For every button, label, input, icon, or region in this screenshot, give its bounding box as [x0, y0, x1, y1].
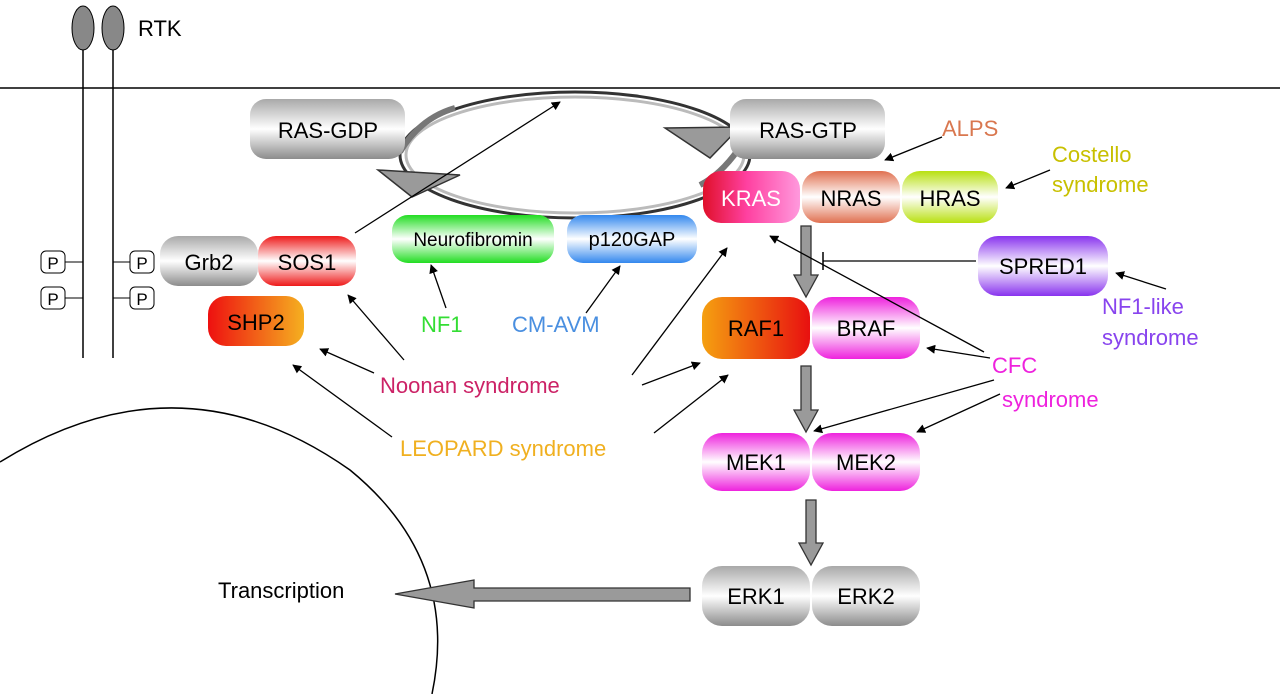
ras-cycle-arrows [375, 90, 752, 220]
erk2-node: ERK2 [812, 566, 920, 626]
svg-text:Grb2: Grb2 [185, 250, 234, 275]
syndrome-arrows [292, 136, 1167, 438]
noonan-shp2-arrow [319, 348, 375, 374]
leopard-shp2-arrow [292, 364, 393, 438]
p120gap-node: p120GAP [567, 215, 697, 263]
phospho-site: P [129, 250, 155, 274]
svg-text:P: P [136, 254, 147, 273]
svg-text:MEK1: MEK1 [726, 450, 786, 475]
cm-avm-label: CM-AVM [512, 312, 600, 337]
ras-gtp-node: RAS-GTP [730, 99, 885, 159]
phospho-site: P [40, 286, 66, 310]
svg-text:RAS-GDP: RAS-GDP [278, 118, 378, 143]
raf1-node: RAF1 [702, 297, 810, 359]
spred1-node: SPRED1 [978, 236, 1108, 296]
braf-node: BRAF [812, 297, 920, 359]
svg-text:SOS1: SOS1 [278, 250, 337, 275]
svg-text:Neurofibromin: Neurofibromin [413, 230, 532, 251]
sos1-node: SOS1 [258, 236, 356, 286]
arrow-erk-to-transcription [394, 579, 691, 609]
costello-arrow [1005, 169, 1051, 190]
svg-text:RAF1: RAF1 [728, 316, 784, 341]
alps-label: ALPS [942, 116, 998, 141]
nf1-like-arrow [1115, 271, 1167, 290]
costello-label-line1: Costello [1052, 142, 1131, 167]
cfc-label-line2: syndrome [1002, 387, 1099, 412]
noonan-kras-arrow [631, 247, 728, 376]
nf1-arrow [429, 264, 447, 309]
svg-text:P: P [47, 254, 58, 273]
phospho-sites: P P P P [40, 250, 155, 310]
alps-arrow [884, 136, 943, 162]
costello-label-line2: syndrome [1052, 172, 1149, 197]
cfc-braf-arrow [926, 344, 991, 359]
erk1-node: ERK1 [702, 566, 810, 626]
cfc-label-line1: CFC [992, 353, 1037, 378]
cfc-kras-arrow [769, 235, 985, 353]
grb2-node: Grb2 [160, 236, 258, 286]
svg-text:RAS-GTP: RAS-GTP [759, 118, 857, 143]
svg-text:NRAS: NRAS [820, 186, 881, 211]
rtk-label: RTK [138, 16, 182, 41]
noonan-sos1-arrow [347, 294, 405, 361]
arrow-raf-to-mek [792, 365, 820, 434]
svg-text:p120GAP: p120GAP [589, 229, 676, 251]
svg-text:ERK1: ERK1 [727, 584, 784, 609]
cfc-mek1-arrow [813, 379, 995, 434]
rtk-receptor [71, 5, 125, 358]
shp2-node: SHP2 [208, 296, 304, 346]
svg-text:ERK2: ERK2 [837, 584, 894, 609]
nras-node: NRAS [802, 171, 900, 223]
nf1-like-label-line2: syndrome [1102, 325, 1199, 350]
svg-text:P: P [47, 290, 58, 309]
arrow-ras-to-raf [792, 225, 820, 299]
svg-text:SHP2: SHP2 [227, 310, 284, 335]
svg-text:KRAS: KRAS [721, 186, 781, 211]
cm-avm-arrow [585, 265, 621, 314]
svg-text:BRAF: BRAF [837, 316, 896, 341]
transcription-label: Transcription [218, 578, 344, 603]
ras-gdp-node: RAS-GDP [250, 99, 405, 159]
noonan-raf1-arrow [641, 361, 701, 386]
cfc-mek2-arrow [916, 393, 1001, 433]
svg-text:P: P [136, 290, 147, 309]
leopard-label: LEOPARD syndrome [400, 436, 606, 461]
phospho-site: P [129, 286, 155, 310]
cascade-arrows [394, 225, 825, 609]
phospho-site: P [40, 250, 66, 274]
hras-node: HRAS [902, 171, 998, 223]
svg-text:SPRED1: SPRED1 [999, 254, 1087, 279]
nf1-label: NF1 [421, 312, 463, 337]
mek1-node: MEK1 [702, 433, 810, 491]
svg-text:HRAS: HRAS [919, 186, 980, 211]
kras-node: KRAS [703, 171, 800, 223]
spred1-inhibition [822, 252, 976, 270]
svg-text:MEK2: MEK2 [836, 450, 896, 475]
sos1-activation-arrow [354, 101, 561, 234]
mek2-node: MEK2 [812, 433, 920, 491]
nf1-like-label-line1: NF1-like [1102, 294, 1184, 319]
noonan-label: Noonan syndrome [380, 373, 560, 398]
neurofibromin-node: Neurofibromin [392, 215, 554, 263]
nucleus-membrane [0, 407, 439, 694]
arrow-mek-to-erk [797, 499, 825, 567]
leopard-raf1-arrow [653, 374, 729, 434]
